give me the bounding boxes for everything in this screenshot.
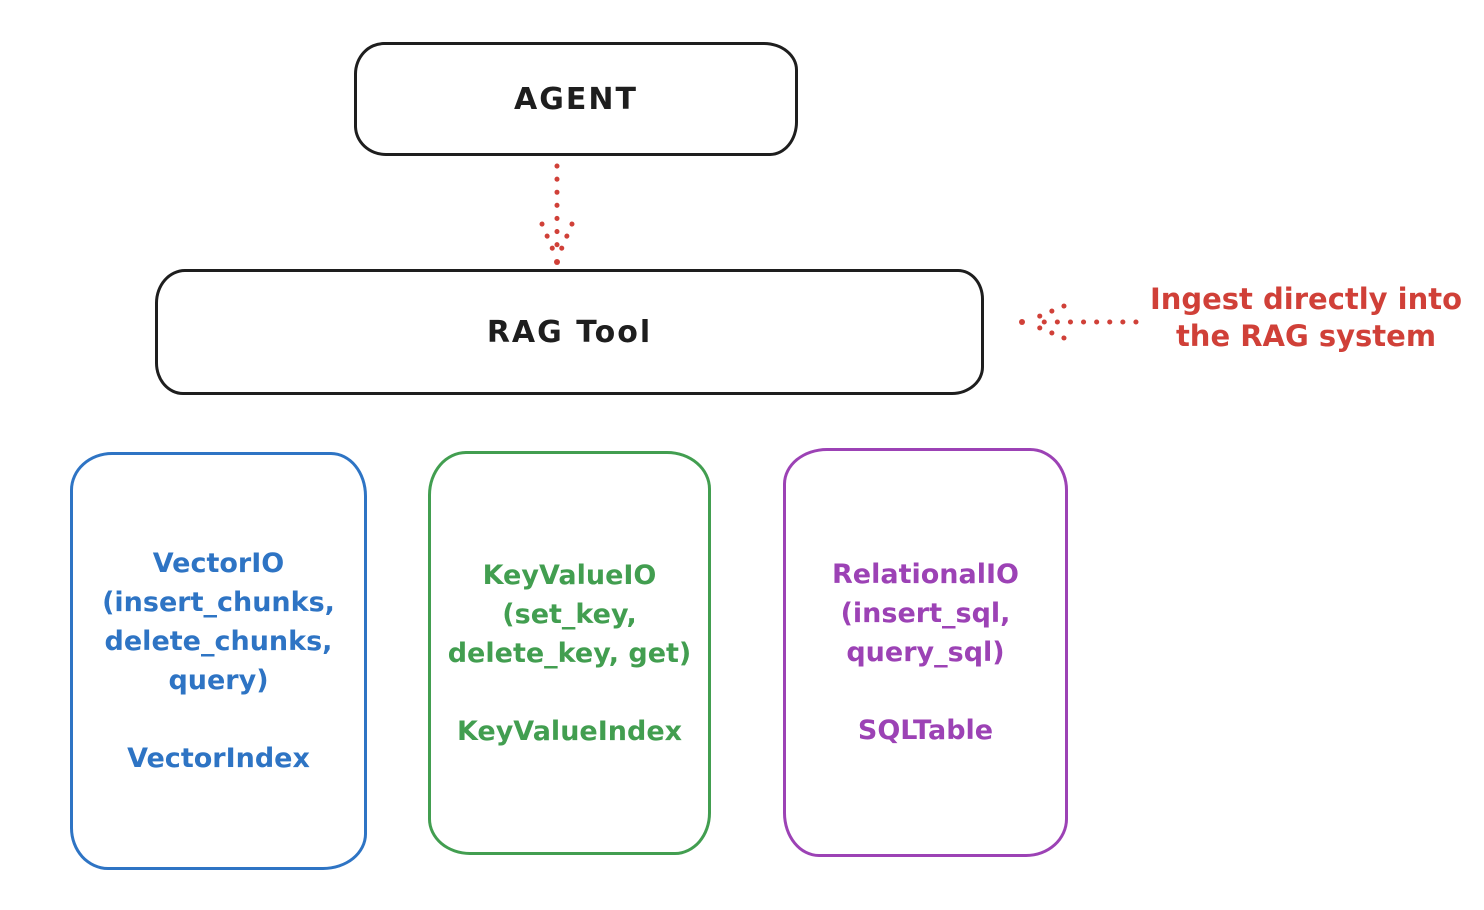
rag-tool-node[interactable]: RAG Tool xyxy=(155,269,984,395)
relational-io-node[interactable]: RelationalIO (insert_sql, query_sql) SQL… xyxy=(783,448,1068,857)
sql-table-label: SQLTable xyxy=(857,715,994,746)
annotation-to-rag-arrow xyxy=(1019,303,1139,341)
vector-io-methods-line3: query) xyxy=(168,665,269,696)
keyvalue-index-label: KeyValueIndex xyxy=(456,715,683,747)
rag-tool-label: RAG Tool xyxy=(486,314,653,350)
keyvalue-io-methods-line1: (set_key, xyxy=(502,598,637,630)
keyvalue-io-methods-line2: delete_key, get) xyxy=(447,637,692,669)
agent-to-rag-arrow xyxy=(539,163,575,265)
ingest-annotation: Ingest directly into the RAG system xyxy=(1138,281,1474,355)
keyvalue-io-title: KeyValueIO xyxy=(482,559,657,591)
vector-io-title: VectorIO xyxy=(152,548,285,579)
ingest-annotation-line2: the RAG system xyxy=(1175,319,1437,353)
agent-label: AGENT xyxy=(514,81,638,117)
agent-node[interactable]: AGENT xyxy=(354,42,798,156)
ingest-annotation-line1: Ingest directly into xyxy=(1149,282,1463,316)
vector-index-label: VectorIndex xyxy=(127,743,310,774)
vector-io-methods-line1: (insert_chunks, xyxy=(102,587,335,618)
vector-io-node[interactable]: VectorIO (insert_chunks, delete_chunks, … xyxy=(70,452,367,870)
relational-io-methods-line2: query_sql) xyxy=(846,637,1005,668)
relational-io-methods-line1: (insert_sql, xyxy=(840,598,1011,629)
relational-io-title: RelationalIO xyxy=(832,559,1019,590)
keyvalue-io-node[interactable]: KeyValueIO (set_key, delete_key, get) Ke… xyxy=(428,451,711,855)
vector-io-methods-line2: delete_chunks, xyxy=(104,626,333,657)
